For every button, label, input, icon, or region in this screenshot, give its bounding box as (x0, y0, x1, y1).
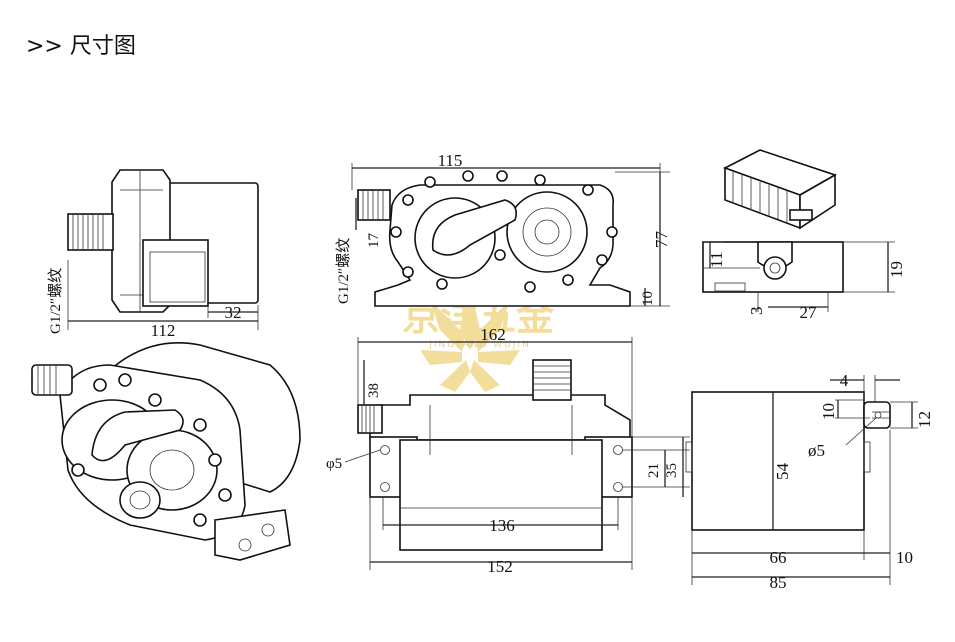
plate-view: 4 10 12 ø5 54 66 10 85 (685, 371, 934, 592)
controller-hole (763, 256, 787, 280)
dim-4: 4 (840, 371, 849, 390)
side-thread-label: G1/2″螺纹 (47, 268, 64, 334)
iso-mount-foot (214, 509, 291, 561)
bottom-view: 162 38 φ5 21 35 136 152 (326, 325, 690, 576)
dim-3: 3 (747, 307, 766, 316)
front-view: 115 77 10 17 G1/2″螺纹 (335, 151, 671, 307)
dim-112: 112 (151, 321, 176, 340)
iso-inlet (31, 364, 73, 396)
dim-162: 162 (480, 325, 506, 344)
controller-view: 11 19 27 3 (702, 149, 906, 322)
dim-27: 27 (800, 303, 818, 322)
plate-tab (863, 401, 891, 429)
pump-isometric (31, 342, 301, 561)
section-header: >> 尺寸图 (26, 28, 136, 60)
iso-outlet (119, 481, 161, 519)
dim-54: 54 (773, 463, 792, 481)
side-view: 112 32 G1/2″螺纹 (47, 169, 259, 340)
dim-phi5: φ5 (326, 456, 342, 472)
front-thread-label: G1/2″螺纹 (335, 238, 352, 304)
iso-impeller-arm (91, 409, 184, 462)
dim-32: 32 (225, 303, 242, 322)
dim-38: 38 (366, 383, 382, 398)
housing-bolts (390, 170, 618, 293)
impeller-arm (431, 199, 518, 256)
dim-35: 35 (664, 463, 680, 478)
dim-o5: ø5 (808, 441, 825, 460)
right-chamber (506, 191, 588, 273)
dim-152: 152 (487, 557, 513, 576)
bottom-outlet-thread (532, 359, 572, 401)
header-title: 尺寸图 (69, 34, 136, 59)
dim-21: 21 (646, 463, 662, 478)
dim-11: 11 (707, 252, 726, 268)
dim-12: 12 (915, 411, 934, 428)
dim-10: 10 (640, 291, 656, 306)
heatsink-iso (722, 149, 837, 230)
mount-plate (691, 391, 865, 531)
dim-66: 66 (770, 548, 787, 567)
dim-17: 17 (366, 233, 382, 249)
dim-77: 77 (652, 231, 671, 249)
dim-10-tab: 10 (896, 548, 913, 567)
inlet-thread (67, 213, 114, 251)
dim-85: 85 (770, 573, 787, 592)
dim-136: 136 (489, 516, 515, 535)
bottom-top-frame (369, 394, 631, 441)
dim-115: 115 (438, 151, 463, 170)
side-controller-box (142, 239, 209, 307)
watermark-sub: JINGYANG WUJIN (428, 340, 531, 350)
bottom-motor-body (399, 439, 603, 551)
dim-10-plate: 10 (819, 403, 838, 420)
header-prefix: >> (26, 34, 63, 59)
dim-19: 19 (887, 261, 906, 278)
watermark-star-icon (420, 285, 520, 392)
